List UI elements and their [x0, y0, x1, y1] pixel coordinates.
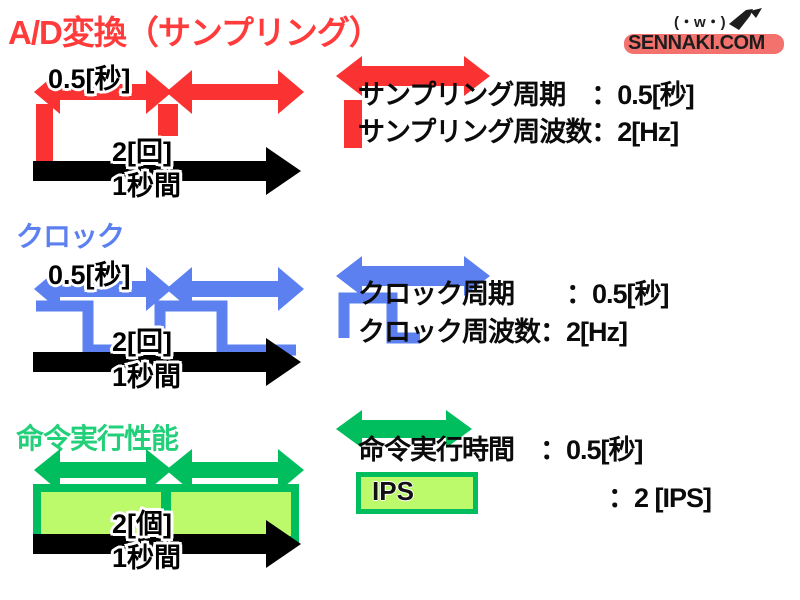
s2-period-label: 0.5[秒] [46, 258, 134, 293]
s1-legend-line-1: サンプリング周期 ：0.5[秒] [358, 80, 695, 110]
s3-legend-line-2: ：2 [IPS] [608, 483, 712, 513]
s2-legend-line-1: クロック周期 ：0.5[秒] [358, 279, 670, 309]
s3-legend-line-1: 命令実行時間 ：0.5[秒] [358, 435, 644, 465]
s2-count-label: 2[回] [110, 325, 175, 360]
s3-duration-label: 1秒間 [109, 541, 183, 576]
s1-period-label: 0.5[秒] [46, 62, 134, 97]
s1-legend-line-2: サンプリング周波数：2[Hz] [358, 117, 679, 147]
brush-stroke-icon [624, 34, 784, 54]
blue-double-arrow-2 [166, 267, 304, 311]
page-title: A/D変換（サンプリング） [8, 14, 382, 51]
paintbrush-icon [729, 8, 762, 30]
ips-box-icon [356, 472, 478, 514]
s3-count-label: 2[個] [110, 507, 175, 542]
ips-box-label: IPS [372, 476, 414, 506]
s1-duration-label: 1秒間 [109, 169, 183, 204]
section-heading-instruction: 命令実行性能 [16, 423, 179, 454]
s2-legend-line-2: クロック周波数：2[Hz] [358, 317, 628, 347]
logo-text: SENNAKI.COM [628, 32, 765, 54]
red-double-arrow-2 [166, 70, 304, 114]
s1-count-label: 2[回] [110, 135, 175, 170]
section-heading-clock: クロック [16, 221, 125, 252]
s2-duration-label: 1秒間 [109, 360, 183, 395]
green-double-arrow-2 [166, 449, 304, 492]
red-sample-tick-1 [36, 104, 53, 164]
kaomoji-icon: (・w・) [674, 14, 726, 31]
site-logo[interactable]: (・w・) SENNAKI.COM [614, 8, 792, 58]
instruction-box-2 [163, 484, 299, 544]
